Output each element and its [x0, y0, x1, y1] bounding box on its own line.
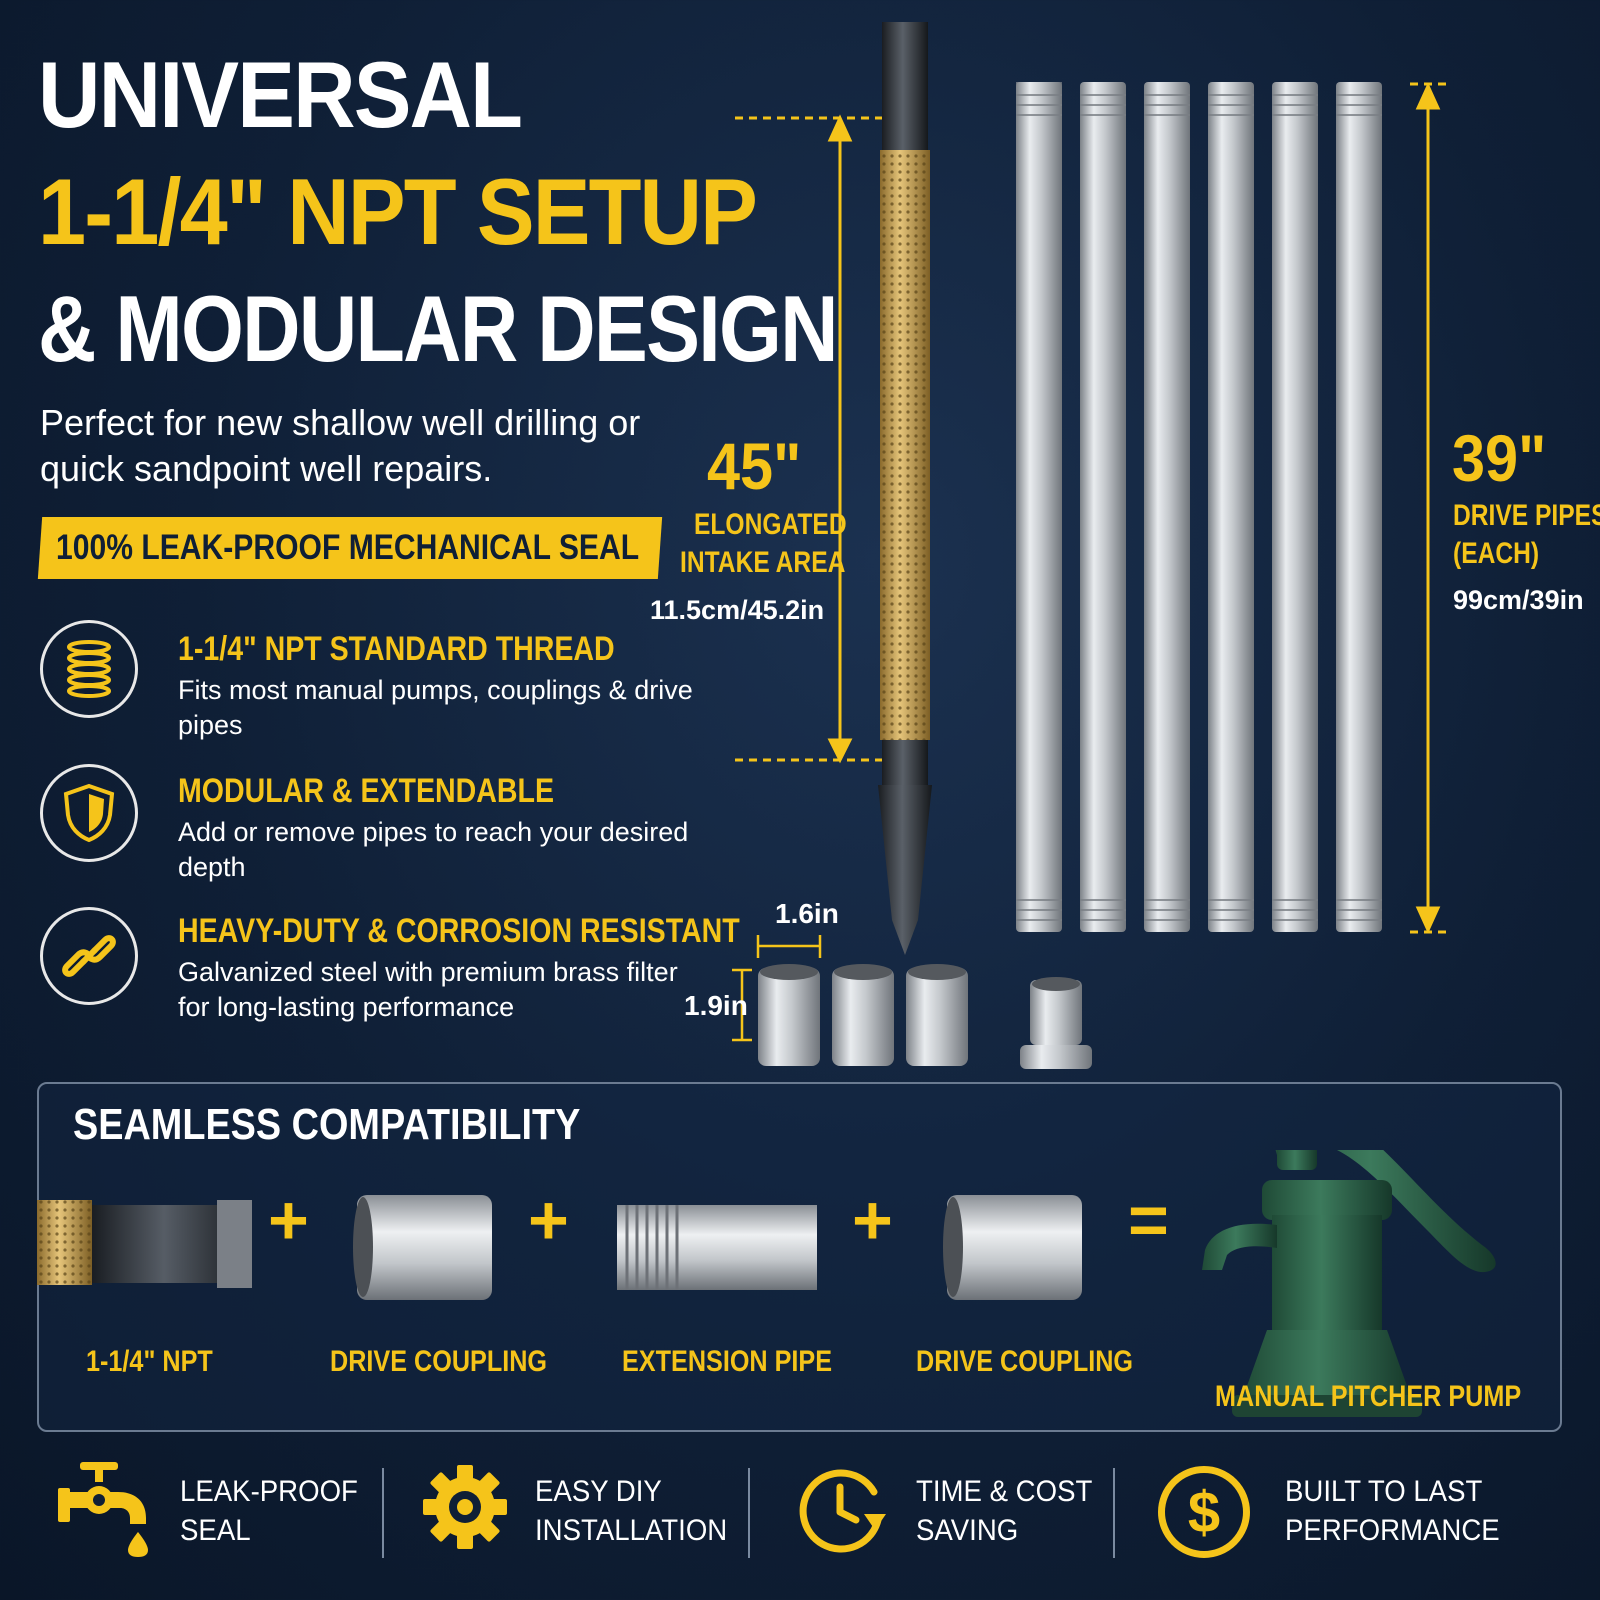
compat-label-extension-pipe: EXTENSION PIPE: [622, 1345, 833, 1378]
pipe-length-label: DRIVE PIPES: [1453, 499, 1600, 532]
drive-pipes: [1016, 82, 1382, 932]
benefit-text: SEAL: [180, 1514, 251, 1547]
feature-desc: Add or remove pipes to reach your desire…: [178, 817, 689, 882]
coupling-dimension-lines: [732, 935, 822, 1042]
feature-desc: Fits most manual pumps, couplings & driv…: [178, 675, 693, 740]
wellpoint-end: [37, 1200, 252, 1288]
subtitle: Perfect for new shallow well drilling or…: [40, 402, 641, 489]
divider: [1113, 1468, 1115, 1558]
thread-icon: [40, 620, 138, 718]
feature-title: HEAVY-DUTY & CORROSION RESISTANT: [178, 912, 740, 950]
plus-sign: +: [268, 1181, 309, 1259]
chain-link-icon: [40, 907, 138, 1005]
headline-line2: 1-1/4" NPT SETUP: [38, 159, 758, 264]
headline-line3: & MODULAR DESIGN: [38, 276, 839, 381]
wellpoint-length-label: ELONGATED: [694, 508, 847, 541]
clock-arrow-icon: [799, 1469, 886, 1553]
compat-label-pump: MANUAL PITCHER PUMP: [1215, 1380, 1522, 1413]
seal-banner-text: 100% LEAK-PROOF MECHANICAL SEAL: [56, 528, 640, 567]
feature-title: 1-1/4" NPT STANDARD THREAD: [178, 630, 615, 668]
compatibility-illustration: [37, 1150, 1496, 1417]
benefit-text: BUILT TO LAST: [1285, 1475, 1483, 1508]
gear-icon: [423, 1465, 507, 1549]
benefit-text: TIME & COST: [916, 1475, 1093, 1508]
coupling-height-label: 1.9in: [684, 990, 748, 1021]
compatibility-title: SEAMLESS COMPATIBILITY: [73, 1100, 581, 1149]
feature-desc: Galvanized steel with premium brass filt…: [178, 957, 678, 1022]
feature-title: MODULAR & EXTENDABLE: [178, 772, 555, 810]
plus-sign: +: [528, 1181, 569, 1259]
drive-coupling-image: [353, 1195, 492, 1300]
benefit-text: PERFORMANCE: [1285, 1514, 1500, 1547]
pipe-length-value: 39": [1452, 421, 1547, 495]
couplings: [758, 964, 1092, 1069]
shield-icon: [40, 764, 138, 862]
wellpoint: [878, 22, 932, 955]
wellpoint-length-label: INTAKE AREA: [680, 546, 846, 579]
benefit-text: INSTALLATION: [535, 1514, 728, 1547]
wellpoint-dimension-line: [735, 114, 885, 764]
divider: [748, 1468, 750, 1558]
drive-coupling-image: [943, 1195, 1082, 1300]
extension-pipe-image: [617, 1205, 817, 1290]
headline-line1: UNIVERSAL: [38, 42, 523, 147]
equals-sign: =: [1128, 1181, 1169, 1259]
plus-sign: +: [852, 1181, 893, 1259]
dollar-circle-icon: $: [1158, 1466, 1250, 1558]
product-illustration: [732, 22, 1450, 1069]
compat-label-npt: 1-1/4" NPT: [86, 1345, 213, 1378]
divider: [382, 1468, 384, 1558]
pipe-length-label: (EACH): [1453, 537, 1540, 570]
coupling-width-label: 1.6in: [775, 898, 839, 929]
compat-label-coupling: DRIVE COUPLING: [916, 1345, 1134, 1378]
pipe-length-metric: 99cm/39in: [1453, 585, 1584, 615]
benefit-text: SAVING: [916, 1514, 1019, 1547]
benefit-text: LEAK-PROOF: [180, 1475, 358, 1508]
pipe-dimension-line: [1410, 82, 1450, 934]
wellpoint-length-metric: 11.5cm/45.2in: [650, 595, 825, 625]
compat-label-coupling: DRIVE COUPLING: [330, 1345, 548, 1378]
pitcher-pump-image: [1202, 1150, 1496, 1417]
benefit-text: EASY DIY: [535, 1475, 662, 1508]
faucet-drop-icon: [58, 1462, 148, 1557]
wellpoint-length-value: 45": [707, 429, 802, 503]
